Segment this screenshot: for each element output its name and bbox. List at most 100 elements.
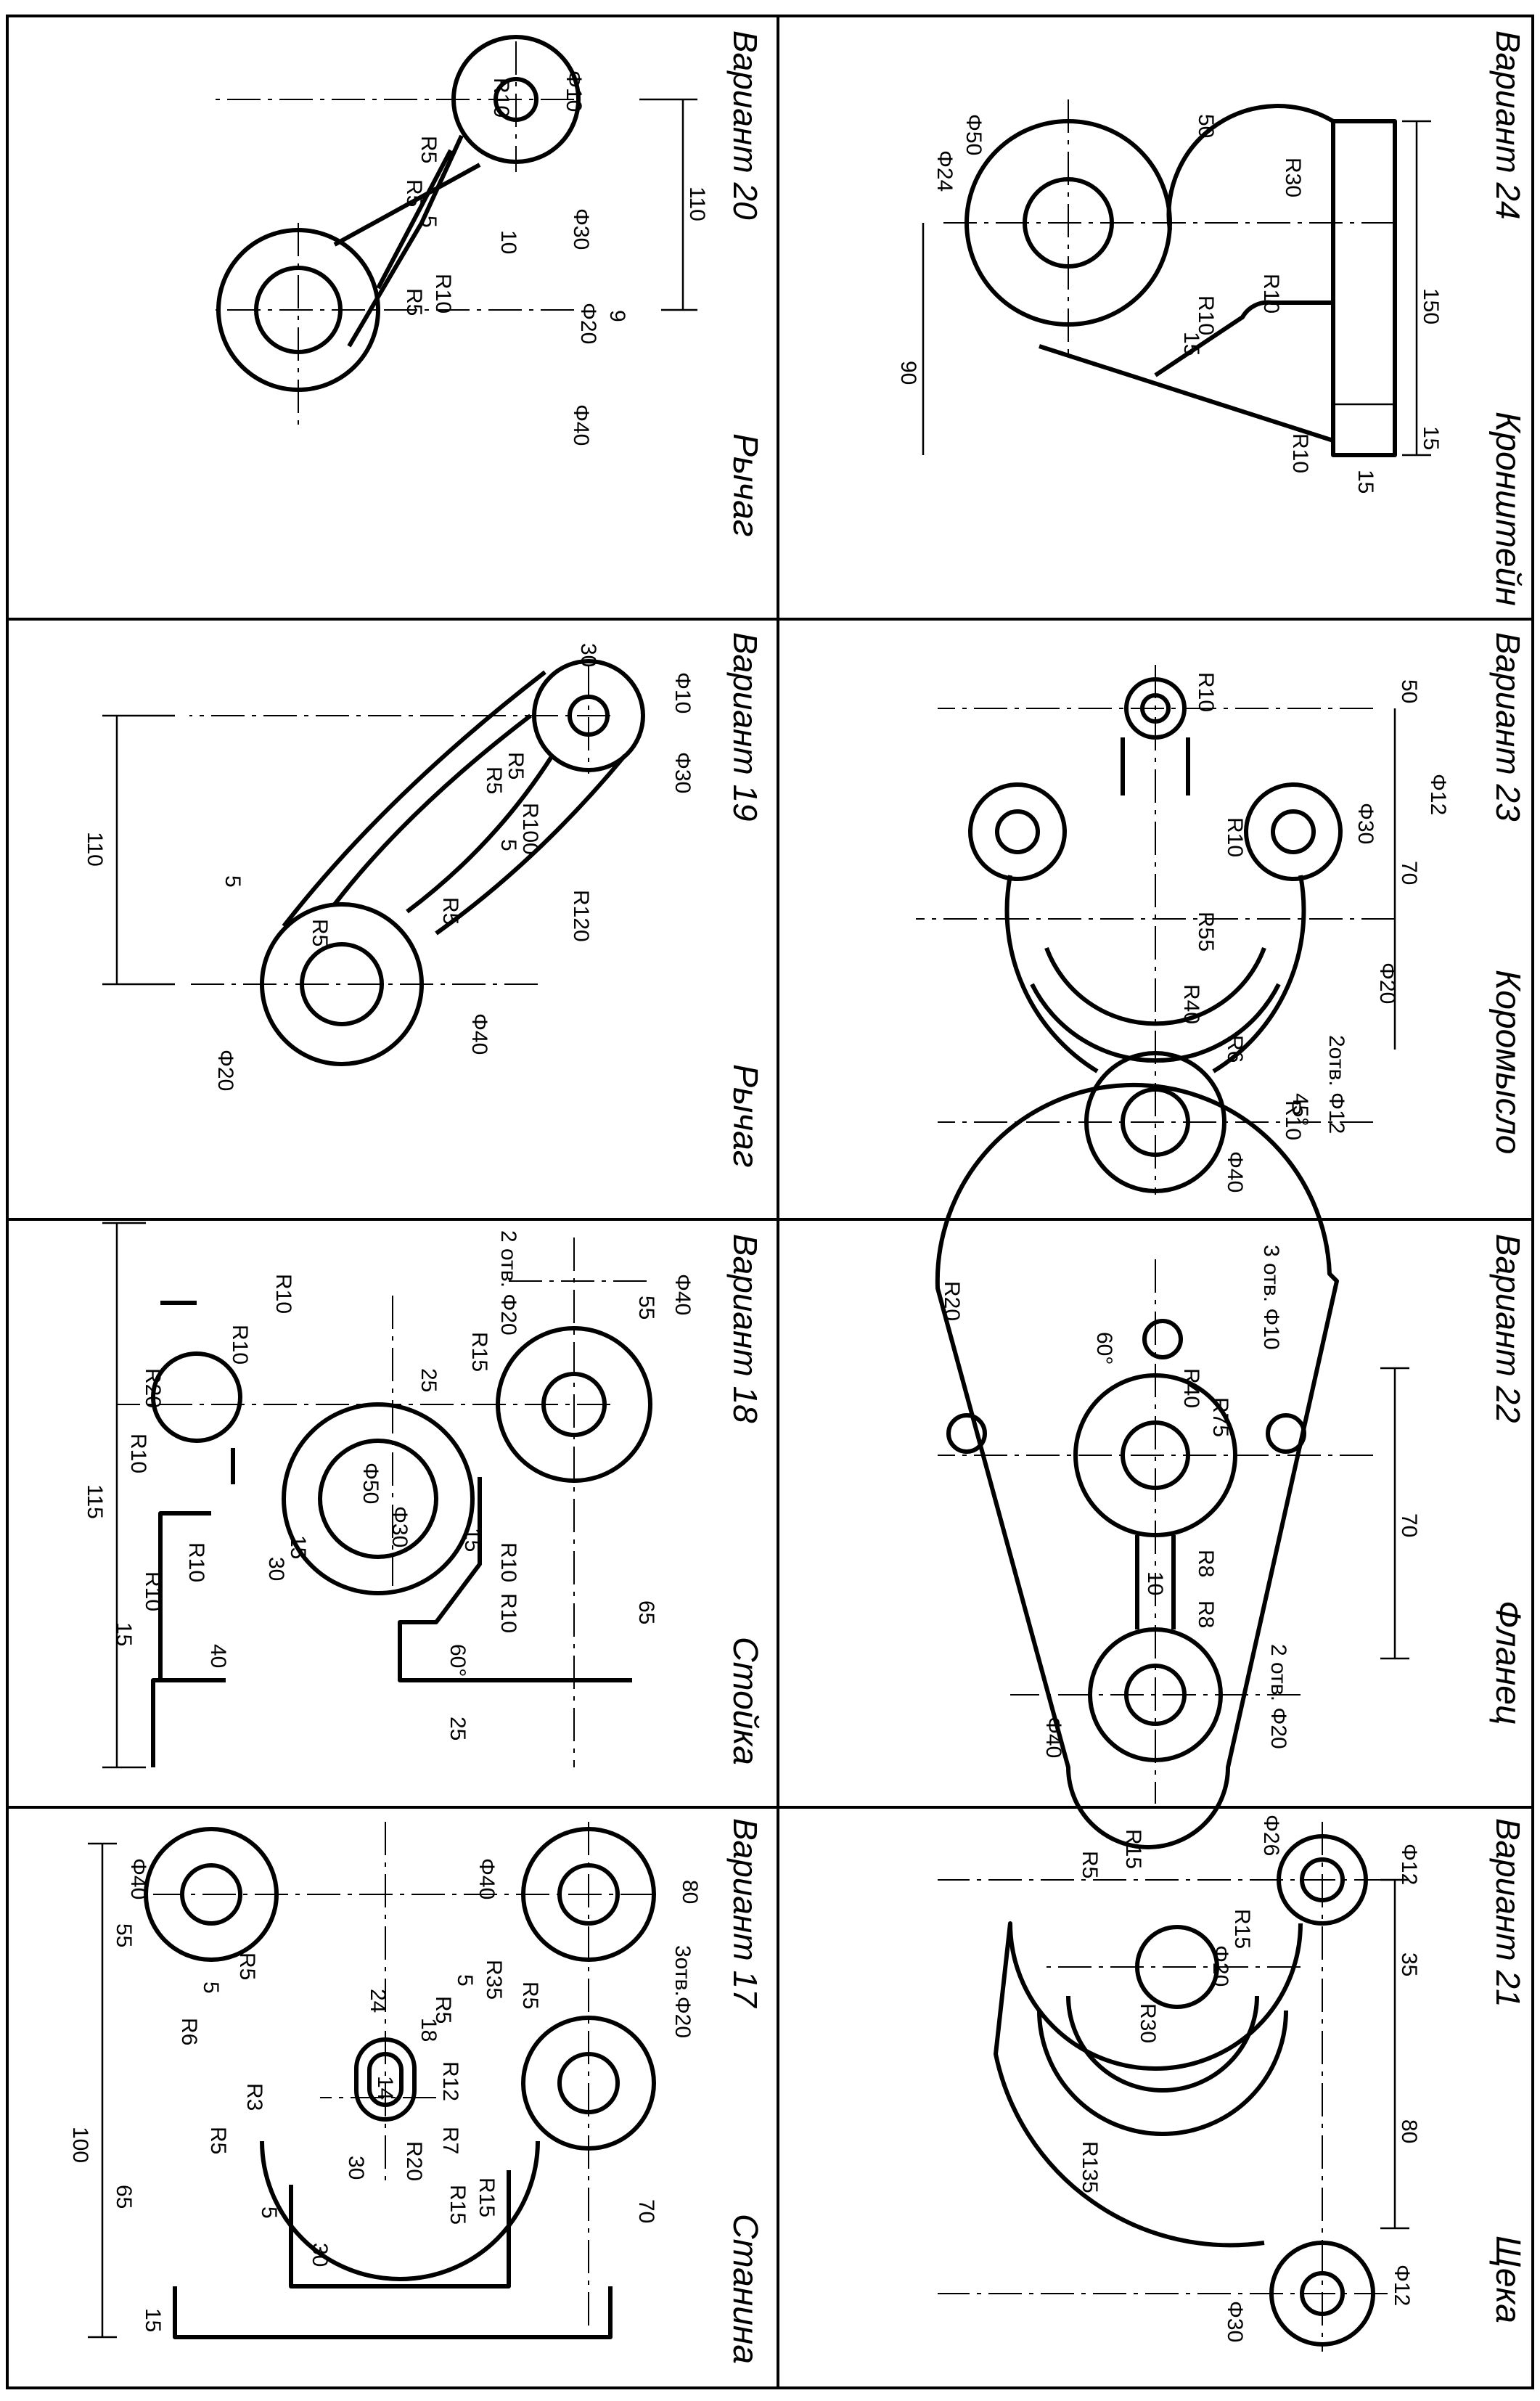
part-name: Фланец <box>1488 1600 1527 1725</box>
dim-label: R10 <box>1223 817 1247 857</box>
dim-label: Φ40 <box>475 1858 499 1899</box>
dim-label: R10 <box>141 1571 165 1611</box>
dim-label: Φ30 <box>569 208 593 250</box>
dim-label: R30 <box>1136 2003 1160 2043</box>
dim-label: 40 <box>206 1644 230 1668</box>
dim-label: R6 <box>1223 1035 1247 1063</box>
panel-variant-22: Вариант 22 Фланец 3 отв. Φ10 R75 R40 60°… <box>935 1082 1527 1849</box>
dim-label: 65 <box>634 1600 658 1624</box>
dim-label: R15 <box>475 2177 499 2217</box>
dim-label: R5 <box>402 179 426 207</box>
dim-label: R8 <box>1194 1550 1218 1577</box>
dim-label: R40 <box>1179 1368 1203 1408</box>
dim-label: Φ30 <box>671 752 695 793</box>
dim-label: Φ10 <box>562 70 586 112</box>
dim-label: 60° <box>1092 1332 1116 1365</box>
dim-label: 30 <box>344 2156 368 2180</box>
dim-label: R10 <box>1281 1100 1305 1140</box>
dim-label: R40 <box>1179 984 1203 1024</box>
dim-label: 50 <box>1194 114 1218 138</box>
dim-label: 30 <box>264 1557 288 1581</box>
dim-label: R5 <box>1078 1851 1102 1878</box>
dim-label: R5 <box>308 919 332 946</box>
dim-label: Φ12 <box>1397 1844 1421 1885</box>
variant-title: Вариант 19 <box>726 632 764 822</box>
panel-variant-23: Вариант 23 Коромысло R10 Φ12 Φ30 R10 R55… <box>916 632 1527 1195</box>
dim-label: R35 <box>482 1960 506 2000</box>
dim-label: R15 <box>467 1332 491 1372</box>
dim-label: 80 <box>678 1880 702 1904</box>
dim-label: 18 <box>417 2018 441 2042</box>
part-name: Станина <box>726 2214 764 2364</box>
dim-label: 5 <box>496 839 520 851</box>
panel-variant-20: Вариант 20 Рычаг 110 Φ10 R10 Φ30 10 Φ20 … <box>211 30 764 537</box>
dim-label: R5 <box>504 752 528 780</box>
part-name: Стойка <box>726 1637 764 1765</box>
dim-label: R55 <box>1194 912 1218 952</box>
dim-label: R5 <box>402 288 426 316</box>
dim-label: R5 <box>235 1952 259 1980</box>
dim-label: R3 <box>242 2083 266 2111</box>
dim-label: 3 отв. Φ10 <box>1259 1245 1283 1350</box>
panel-variant-19: Вариант 19 Рычаг 110 Φ10 Φ30 30 R5 R5 R1… <box>83 632 764 1168</box>
dim-label: Φ50 <box>962 114 986 155</box>
dim-label: R5 <box>431 1996 455 2024</box>
panel-variant-24: Вариант 24 Кронштейн 150 15 15 R30 50 R1… <box>896 30 1527 606</box>
dim-label: 24 <box>366 1989 390 2013</box>
dim-label: R15 <box>1121 1829 1145 1869</box>
dim-label: 80 <box>1397 2119 1421 2143</box>
dim-label: R20 <box>940 1281 964 1321</box>
dim-label: 5 <box>453 1974 477 1987</box>
variant-title: Вариант 23 <box>1489 632 1527 822</box>
part-name: Кронштейн <box>1488 412 1527 606</box>
dim-label: R10 <box>431 274 455 314</box>
dim-label: R10 <box>1194 672 1218 712</box>
dim-label: 15 <box>1179 332 1203 356</box>
dim-label: R10 <box>489 78 513 118</box>
dim-label: 10 <box>496 230 520 254</box>
dim-label: Φ40 <box>467 1013 491 1055</box>
dim-label: Φ20 <box>576 303 600 344</box>
dim-label: 65 <box>112 2185 136 2209</box>
dim-label: R20 <box>402 2141 426 2181</box>
dim-label: R75 <box>1208 1397 1232 1437</box>
dim-label: R5 <box>417 136 441 163</box>
dim-label: Φ30 <box>388 1506 411 1547</box>
dim-label: 5 <box>417 216 441 228</box>
dim-label: 2 отв. Φ20 <box>1266 1644 1290 1749</box>
dim-label: Φ30 <box>1223 2301 1247 2342</box>
dim-label: 100 <box>68 2127 92 2163</box>
dim-label: R12 <box>438 2061 462 2101</box>
dim-label: R100 <box>518 803 542 855</box>
dim-label: R10 <box>496 1593 520 1633</box>
dim-label: 30 <box>308 2243 332 2267</box>
variant-title: Вариант 24 <box>1489 30 1527 220</box>
dim-label: Φ50 <box>359 1463 382 1504</box>
dim-label: 115 <box>83 1484 107 1519</box>
dim-label: R10 <box>271 1274 295 1314</box>
dim-label: 110 <box>685 187 709 221</box>
part-name: Щека <box>1488 2236 1527 2323</box>
variant-title: Вариант 17 <box>726 1818 764 2008</box>
dim-label: 5 <box>257 2206 281 2219</box>
dim-label: R30 <box>1281 158 1305 197</box>
dim-label: 14 <box>373 2076 397 2100</box>
dim-label: R20 <box>141 1368 165 1408</box>
dim-label: 5 <box>221 875 245 888</box>
dim-label: 2отв. Φ12 <box>1324 1035 1348 1134</box>
dim-label: Φ26 <box>1259 1815 1283 1856</box>
dim-label: R5 <box>518 1981 542 2009</box>
dim-label: R6 <box>177 2018 201 2045</box>
dim-label: Φ40 <box>671 1274 695 1315</box>
dim-label: Φ20 <box>1208 1945 1232 1987</box>
variant-title: Вариант 20 <box>726 30 764 220</box>
dim-label: R8 <box>1194 1600 1218 1628</box>
dim-label: 70 <box>1397 1513 1421 1537</box>
panel-variant-17: Вариант 17 Станина 80 3отв.Φ20 Φ40 R35 R… <box>68 1818 764 2364</box>
dim-label: Φ40 <box>1041 1717 1065 1758</box>
part-name: Коромысло <box>1488 970 1527 1154</box>
dim-label: Φ24 <box>933 150 957 192</box>
sheet-border <box>6 15 1534 2389</box>
dim-label: 55 <box>634 1296 658 1320</box>
dim-label: Φ20 <box>213 1050 237 1091</box>
